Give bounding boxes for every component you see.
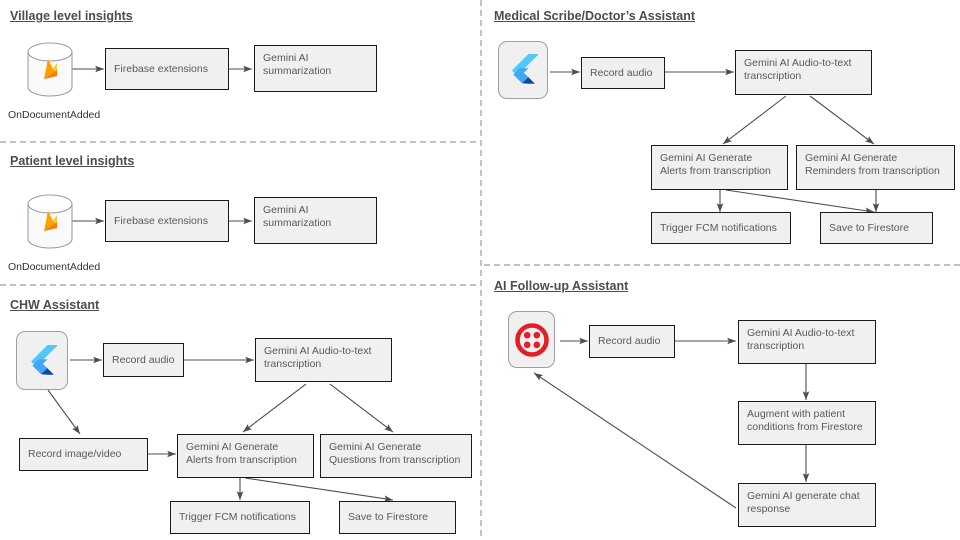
firestore-database-icon — [27, 194, 73, 249]
node-gemini-ai-generate-chat-response[interactable]: Gemini AI generate chat response — [738, 483, 876, 527]
node-record-audio[interactable]: Record audio — [581, 57, 665, 89]
twilio-logo-icon — [508, 311, 555, 368]
firestore-database-icon — [27, 42, 73, 97]
node-save-to-firestore[interactable]: Save to Firestore — [820, 212, 933, 244]
node-gemini-ai-audio-to-text-transcription[interactable]: Gemini AI Audio-to-text transcription — [255, 338, 392, 382]
node-firebase-extensions[interactable]: Firebase extensions — [105, 200, 229, 242]
node-gemini-ai-audio-to-text-transcription[interactable]: Gemini AI Audio-to-text transcription — [738, 320, 876, 364]
node-trigger-fcm-notifications[interactable]: Trigger FCM notifications — [651, 212, 791, 244]
caption-on-document-added: OnDocumentAdded — [8, 109, 101, 121]
node-gemini-ai-generate-alerts-from-transcription[interactable]: Gemini AI Generate Alerts from transcrip… — [651, 145, 788, 190]
node-record-audio[interactable]: Record audio — [589, 325, 675, 358]
node-augment-with-patient-conditions-from-firestore[interactable]: Augment with patient conditions from Fir… — [738, 401, 876, 445]
node-gemini-ai-generate-questions-from-transcription[interactable]: Gemini AI Generate Questions from transc… — [320, 434, 472, 478]
section-title-medical-scribe-doctors-assistant: Medical Scribe/Doctor’s Assistant — [494, 9, 695, 23]
section-title-ai-follow-up-assistant: AI Follow-up Assistant — [494, 279, 629, 293]
section-title-chw-assistant: CHW Assistant — [10, 298, 100, 312]
flutter-logo-icon — [16, 331, 68, 390]
node-firebase-extensions[interactable]: Firebase extensions — [105, 48, 229, 90]
section-title-patient-level-insights: Patient level insights — [10, 154, 135, 168]
node-record-audio[interactable]: Record audio — [103, 343, 184, 377]
node-gemini-ai-audio-to-text-transcription[interactable]: Gemini AI Audio-to-text transcription — [735, 50, 872, 95]
node-gemini-ai-generate-reminders-from-transcription[interactable]: Gemini AI Generate Reminders from transc… — [796, 145, 955, 190]
node-trigger-fcm-notifications[interactable]: Trigger FCM notifications — [170, 501, 310, 534]
flutter-logo-icon — [498, 41, 548, 99]
caption-on-document-added: OnDocumentAdded — [8, 261, 101, 273]
node-gemini-ai-summarization[interactable]: Gemini AI summarization — [254, 197, 377, 244]
node-gemini-ai-generate-alerts-from-transcription[interactable]: Gemini AI Generate Alerts from transcrip… — [177, 434, 314, 478]
node-gemini-ai-summarization[interactable]: Gemini AI summarization — [254, 45, 377, 92]
node-save-to-firestore[interactable]: Save to Firestore — [339, 501, 456, 534]
node-record-image-video[interactable]: Record image/video — [19, 438, 148, 471]
section-title-village-level-insights: Village level insights — [10, 9, 133, 23]
